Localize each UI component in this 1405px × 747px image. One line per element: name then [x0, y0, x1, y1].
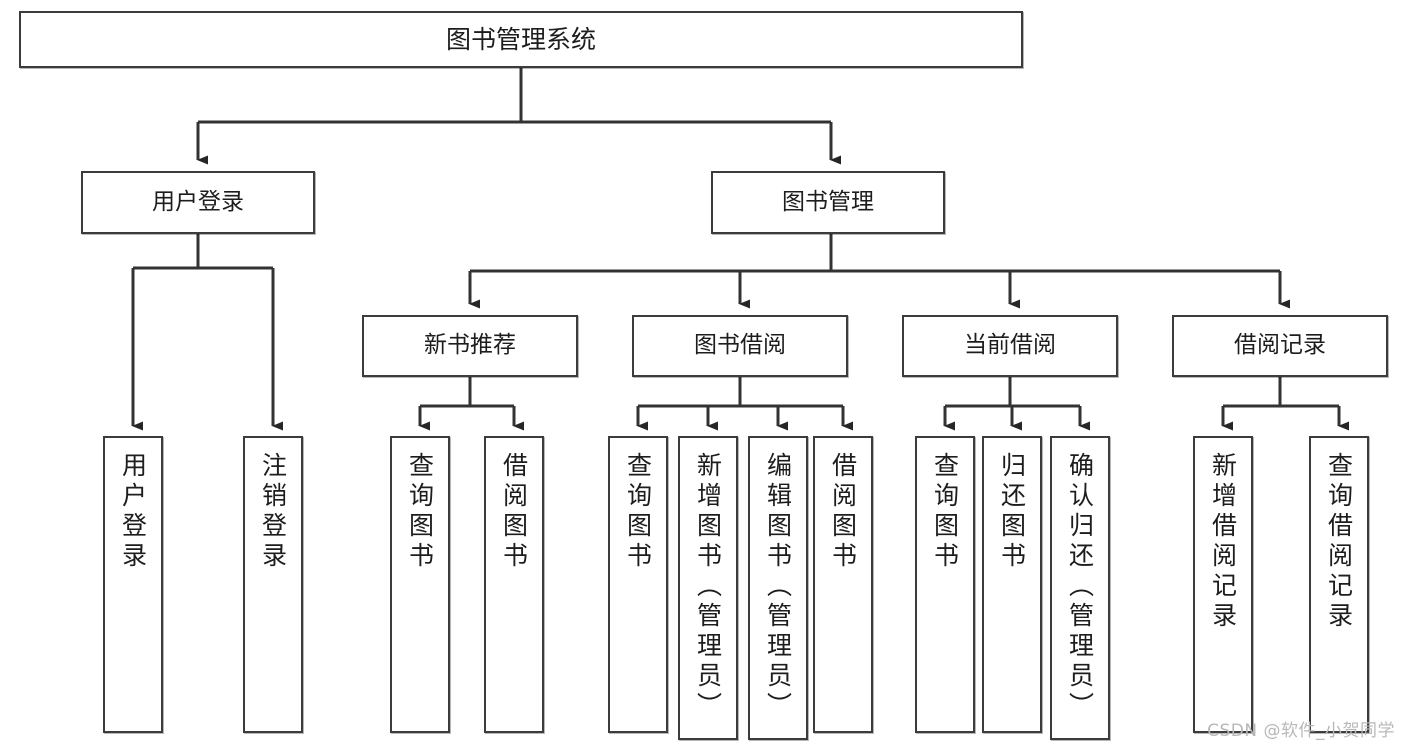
- leaf-query-book-recommend[interactable]: 查询图书: [390, 436, 450, 733]
- csdn-watermark: CSDN @软件_小贺同学: [1207, 721, 1395, 741]
- node-label: 借阅记录: [1234, 332, 1326, 359]
- node-label: 借阅图书: [499, 452, 529, 572]
- leaf-edit-book-admin[interactable]: 编辑图书（管理员）: [748, 436, 808, 740]
- node-label: 查询图书: [930, 452, 960, 572]
- node-label: 注销登录: [258, 452, 288, 572]
- leaf-borrow-book[interactable]: 借阅图书: [813, 436, 873, 733]
- node-label: 当前借阅: [964, 332, 1056, 359]
- leaf-query-book-borrow[interactable]: 查询图书: [608, 436, 668, 733]
- node-root-book-management-system[interactable]: 图书管理系统: [19, 11, 1023, 68]
- node-label: 用户登录: [152, 188, 244, 215]
- leaf-return-book[interactable]: 归还图书: [982, 436, 1042, 733]
- leaf-add-book-admin[interactable]: 新增图书（管理员）: [678, 436, 738, 740]
- node-new-book-recommend[interactable]: 新书推荐: [362, 315, 578, 377]
- node-current-borrow[interactable]: 当前借阅: [902, 315, 1118, 377]
- node-label: 图书管理系统: [445, 24, 596, 54]
- leaf-query-book-current[interactable]: 查询图书: [915, 436, 975, 733]
- leaf-confirm-return-admin[interactable]: 确认归还（管理员）: [1050, 436, 1110, 740]
- leaf-borrow-book-recommend[interactable]: 借阅图书: [484, 436, 544, 733]
- leaf-query-borrow-record[interactable]: 查询借阅记录: [1309, 436, 1369, 733]
- node-borrow-record[interactable]: 借阅记录: [1172, 315, 1388, 377]
- node-book-borrow[interactable]: 图书借阅: [632, 315, 848, 377]
- leaf-add-borrow-record[interactable]: 新增借阅记录: [1193, 436, 1253, 733]
- leaf-logout[interactable]: 注销登录: [243, 436, 303, 733]
- node-label: 借阅图书: [828, 452, 858, 572]
- node-label: 新增图书（管理员）: [693, 452, 723, 722]
- node-label: 编辑图书（管理员）: [763, 452, 793, 722]
- node-label: 图书管理: [782, 188, 874, 215]
- node-label: 确认归还（管理员）: [1065, 452, 1095, 722]
- node-label: 新增借阅记录: [1208, 452, 1238, 632]
- node-label: 查询借阅记录: [1324, 452, 1354, 632]
- node-user-login[interactable]: 用户登录: [81, 171, 315, 234]
- node-label: 图书借阅: [694, 332, 786, 359]
- node-book-management[interactable]: 图书管理: [711, 171, 945, 234]
- node-label: 用户登录: [118, 452, 148, 572]
- node-label: 新书推荐: [424, 332, 516, 359]
- node-label: 归还图书: [997, 452, 1027, 572]
- node-label: 查询图书: [405, 452, 435, 572]
- leaf-user-login[interactable]: 用户登录: [103, 436, 163, 733]
- node-label: 查询图书: [623, 452, 653, 572]
